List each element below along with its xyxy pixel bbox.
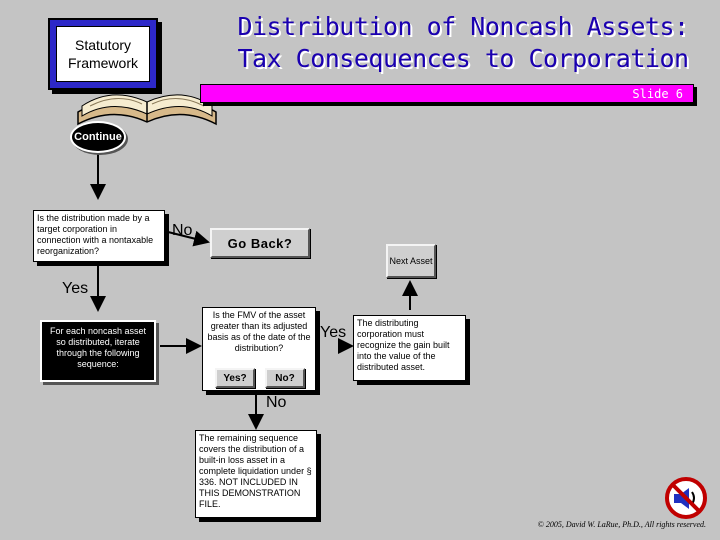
connector-no-to-goback <box>167 230 210 247</box>
slide-number-bar: Slide 6 <box>200 84 694 103</box>
yes-button[interactable]: Yes? <box>215 368 255 388</box>
statutory-framework-label: Statutory Framework <box>56 26 150 82</box>
copyright-text: © 2005, David W. LaRue, Ph.D., All right… <box>537 520 706 529</box>
no-button[interactable]: No? <box>265 368 305 388</box>
statutory-framework-box[interactable]: Statutory Framework <box>48 18 158 90</box>
slide-number: Slide 6 <box>632 87 683 101</box>
yes-label-2: Yes <box>320 324 347 341</box>
go-back-label: Go Back? <box>227 235 293 251</box>
continue-label: Continue <box>74 131 122 143</box>
no-label-2: No <box>266 394 287 411</box>
gain-recognition-box: The distributing corporation must recogn… <box>353 315 466 381</box>
yes-label-1: Yes <box>62 280 89 297</box>
question-reorganization: Is the distribution made by a target cor… <box>33 210 165 262</box>
yes-button-label: Yes? <box>223 372 247 384</box>
remaining-sequence-box: The remaining sequence covers the distri… <box>195 430 317 518</box>
continue-button[interactable]: Continue <box>70 121 126 153</box>
question-fmv: Is the FMV of the asset greater than its… <box>202 307 316 391</box>
page-title-line-1: Distribution of Noncash Assets: <box>237 12 689 41</box>
no-label-1: No <box>172 222 193 239</box>
open-book-icon <box>77 94 217 126</box>
question-fmv-text: Is the FMV of the asset greater than its… <box>207 310 311 353</box>
no-button-label: No? <box>275 372 295 384</box>
next-asset-button[interactable]: Next Asset <box>386 244 436 278</box>
next-asset-label: Next Asset <box>389 256 433 266</box>
page-title-line-2: Tax Consequences to Corporation <box>237 44 689 73</box>
sound-off-icon[interactable] <box>664 476 708 520</box>
go-back-button[interactable]: Go Back? <box>210 228 310 258</box>
iterate-box: For each noncash asset so distributed, i… <box>40 320 156 382</box>
